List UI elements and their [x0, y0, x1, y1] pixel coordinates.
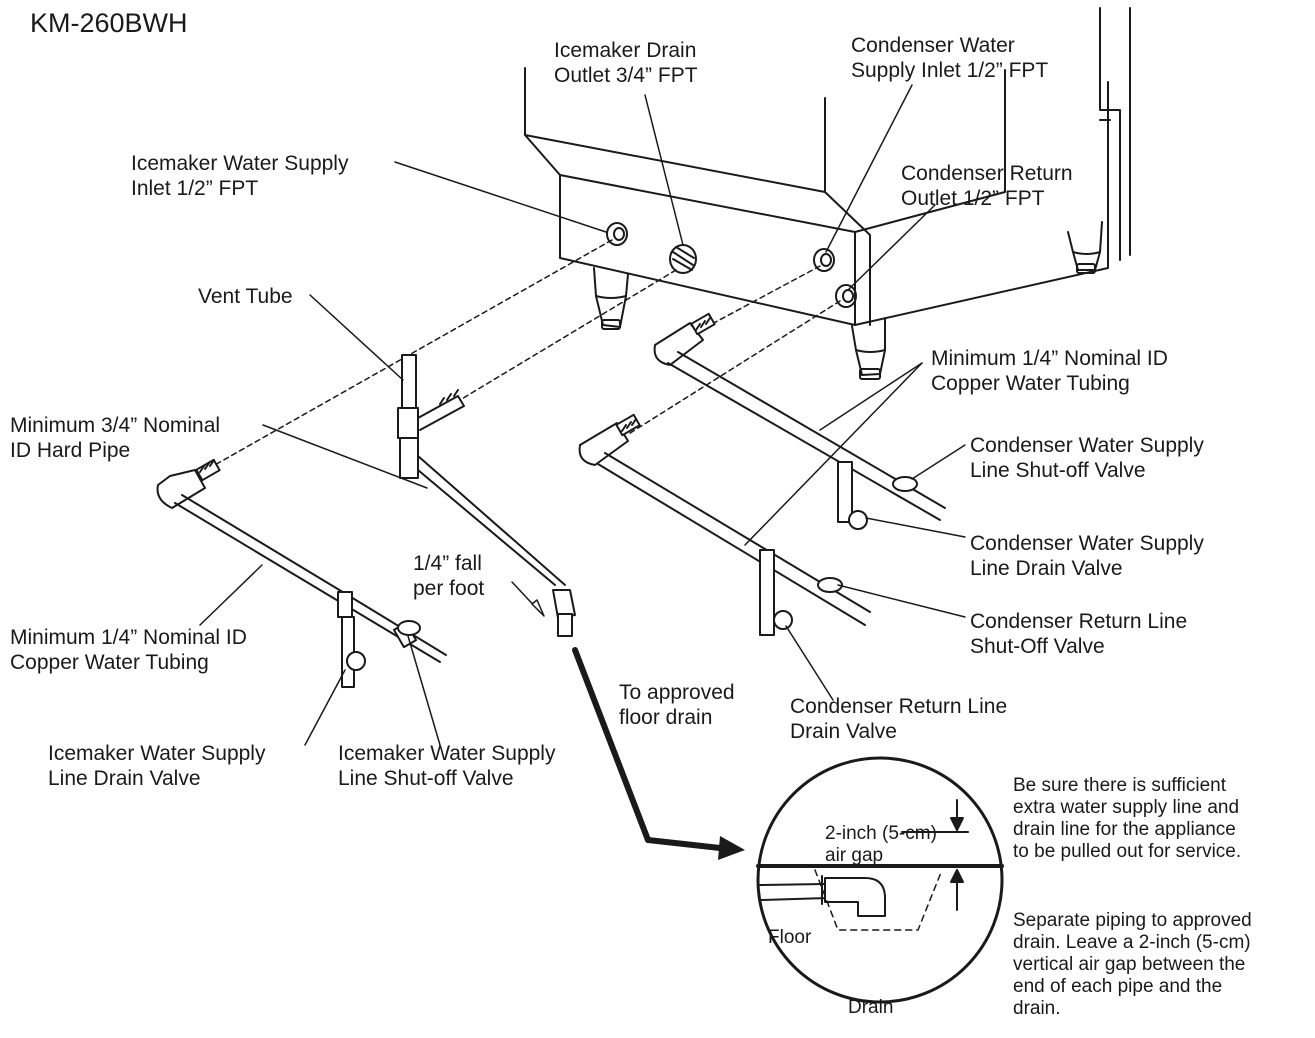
label-vent-tube: Vent Tube: [198, 285, 293, 308]
label-drain: Drain: [848, 997, 894, 1018]
model-number: KM-260BWH: [30, 8, 188, 38]
leader-lines: [199, 84, 966, 746]
label-icemaker-drain-outlet: Icemaker Drain Outlet 3/4” FPT: [554, 39, 698, 87]
label-floor: Floor: [768, 927, 812, 948]
label-condenser-return-shutoff: Condenser Return Line Shut-Off Valve: [970, 610, 1188, 658]
note-sufficient-line: Be sure there is sufficient extra water …: [1013, 775, 1242, 862]
label-condenser-water-supply-inlet: Condenser Water Supply Inlet 1/2” FPT: [851, 34, 1049, 82]
icemaker-unit: [524, 7, 1131, 380]
connection-dashes: [212, 239, 841, 467]
to-drain-arrow: [572, 647, 723, 851]
label-condenser-return-outlet: Condenser Return Outlet 1/2” FPT: [901, 162, 1073, 210]
label-condenser-supply-drain: Condenser Water Supply Line Drain Valve: [970, 532, 1204, 580]
note-separate-piping: Separate piping to approved drain. Leave…: [1013, 910, 1252, 1019]
label-condenser-supply-shutoff: Condenser Water Supply Line Shut-off Val…: [970, 434, 1204, 482]
label-min-1-4-copper-right: Minimum 1/4” Nominal ID Copper Water Tub…: [931, 347, 1168, 395]
label-condenser-return-drain: Condenser Return Line Drain Valve: [790, 695, 1008, 743]
label-to-floor-drain: To approved floor drain: [619, 681, 735, 729]
label-icemaker-supply-shutoff: Icemaker Water Supply Line Shut-off Valv…: [338, 742, 556, 790]
label-icemaker-water-supply-inlet: Icemaker Water Supply Inlet 1/2” FPT: [131, 152, 349, 200]
air-gap-detail: [756, 756, 1004, 1004]
condenser-lines: [578, 312, 946, 636]
label-min-3-4-hard-pipe: Minimum 3/4” Nominal ID Hard Pipe: [10, 414, 221, 462]
vent-tube-assembly: [397, 354, 576, 637]
label-min-1-4-copper-left: Minimum 1/4” Nominal ID Copper Water Tub…: [10, 626, 247, 674]
label-air-gap: 2-inch (5-cm) air gap: [825, 823, 937, 866]
label-fall-per-foot: 1/4” fall per foot: [413, 552, 485, 600]
label-icemaker-supply-drain: Icemaker Water Supply Line Drain Valve: [48, 742, 266, 790]
